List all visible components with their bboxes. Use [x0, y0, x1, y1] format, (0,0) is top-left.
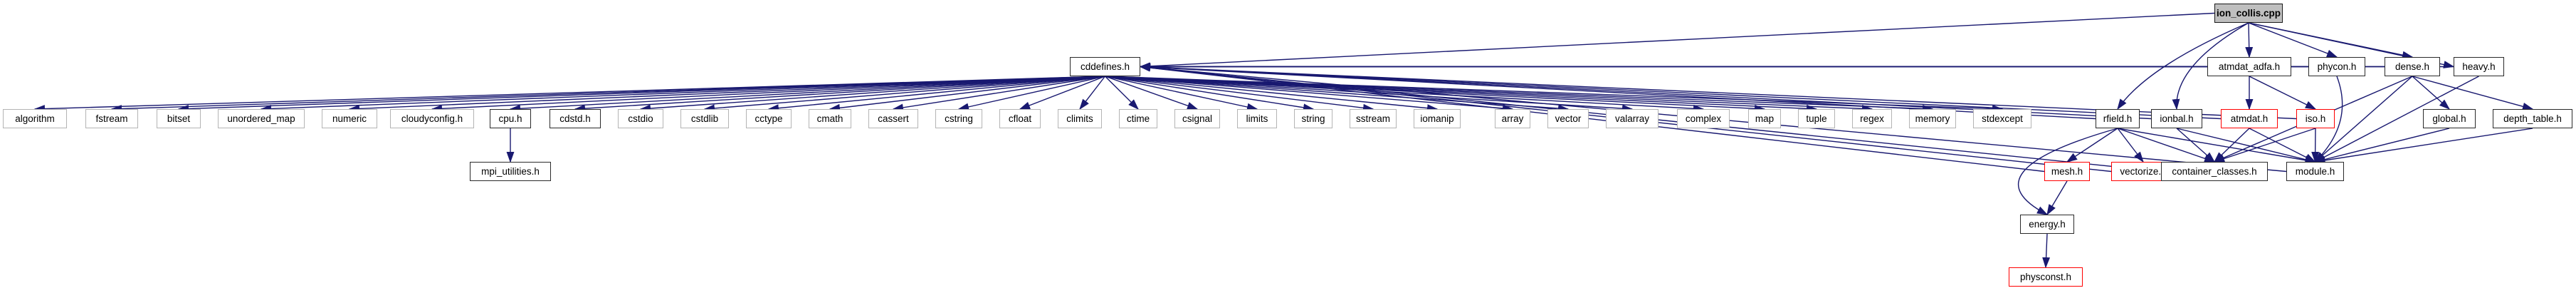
node-iomanip: iomanip	[1414, 109, 1461, 128]
node-tuple: tuple	[1798, 109, 1835, 128]
node-mesh[interactable]: mesh.h	[2044, 162, 2090, 181]
node-container_classes[interactable]: container_classes.h	[2161, 162, 2268, 181]
node-map: map	[1748, 109, 1781, 128]
node-cstdio: cstdio	[618, 109, 663, 128]
node-algorithm: algorithm	[3, 109, 67, 128]
node-cfloat: cfloat	[999, 109, 1041, 128]
edge-depth_table-to-module	[2314, 128, 2533, 165]
edge-rfield-to-energy	[2017, 128, 2118, 215]
node-csignal: csignal	[1174, 109, 1220, 128]
node-numeric: numeric	[322, 109, 377, 128]
node-physconst[interactable]: physconst.h	[2009, 267, 2083, 287]
node-stdexcept: stdexcept	[1973, 109, 2031, 128]
edge-cddefines-to-limits	[1105, 76, 1258, 111]
node-complex: complex	[1677, 109, 1730, 128]
node-phycon[interactable]: phycon.h	[2308, 57, 2365, 76]
node-energy[interactable]: energy.h	[2020, 215, 2074, 234]
edge-cddefines-to-cctype	[767, 76, 1105, 113]
edge-rfield-to-container_classes	[2117, 128, 2216, 163]
edge-energy-to-physconst	[2042, 233, 2051, 269]
node-dense[interactable]: dense.h	[2385, 57, 2440, 76]
edge-cddefines-to-unordered_map	[260, 76, 1105, 113]
edge-atmdat-to-cddefines	[1139, 63, 2222, 120]
edge-cddefines-to-bitset	[177, 76, 1105, 113]
edge-cddefines-to-cstring	[957, 76, 1105, 111]
edge-ion_collis-to-ionbal	[2172, 22, 2249, 110]
node-cstdlib: cstdlib	[680, 109, 729, 128]
node-regex: regex	[1852, 109, 1892, 128]
node-vector: vector	[1547, 109, 1589, 128]
node-climits: climits	[1058, 109, 1102, 128]
edge-cddefines-to-cstdio	[639, 76, 1105, 113]
edge-dense-to-global	[2412, 76, 2451, 110]
node-ion_collis[interactable]: ion_collis.cpp	[2214, 4, 2283, 23]
node-cmath: cmath	[809, 109, 851, 128]
node-cassert: cassert	[868, 109, 918, 128]
edge-cddefines-to-sstream	[1105, 76, 1374, 112]
edge-mesh-to-cddefines	[1139, 63, 2045, 173]
node-iso[interactable]: iso.h	[2296, 109, 2335, 128]
node-ctime: ctime	[1119, 109, 1157, 128]
edge-cddefines-to-climits	[1079, 76, 1106, 110]
node-cloudyconfig: cloudyconfig.h	[390, 109, 474, 128]
edge-atmdat-to-module	[2249, 128, 2316, 163]
node-memory: memory	[1909, 109, 1956, 128]
edge-cddefines-to-array	[1105, 76, 1514, 113]
edge-cddefines-to-iomanip	[1105, 76, 1439, 113]
edge-ion_collis-to-cddefines	[1139, 12, 2215, 71]
edge-mesh-to-energy	[2046, 180, 2068, 216]
edge-cddefines-to-cassert	[892, 76, 1105, 112]
edge-cddefines-to-vector	[1105, 76, 1570, 113]
node-unordered_map: unordered_map	[218, 109, 305, 128]
edge-global-to-module	[2314, 128, 2450, 163]
edge-ion_collis-to-rfield	[2117, 22, 2249, 110]
edge-cddefines-to-cstdlib	[703, 76, 1105, 113]
edge-cddefines-to-cpu	[509, 76, 1105, 113]
edge-iso-to-module	[2311, 128, 2320, 163]
node-cpu[interactable]: cpu.h	[490, 109, 531, 128]
edge-ionbal-to-container_classes	[2176, 128, 2216, 163]
node-cstring: cstring	[935, 109, 982, 128]
node-bitset: bitset	[157, 109, 201, 128]
node-string: string	[1294, 109, 1332, 128]
edge-cddefines-to-cmath	[829, 76, 1105, 112]
edge-iso-to-container_classes	[2213, 128, 2316, 163]
node-array: array	[1495, 109, 1530, 128]
edge-ion_collis-to-phycon	[2248, 22, 2338, 58]
edge-cddefines-to-cdstd	[574, 76, 1105, 113]
edge-cddefines-to-cloudyconfig	[431, 76, 1105, 113]
edge-cddefines-to-complex	[1105, 76, 1705, 113]
edge-ionbal-to-module	[2176, 128, 2316, 164]
edge-rfield-to-vectorize	[2117, 128, 2144, 163]
node-ionbal[interactable]: ionbal.h	[2151, 109, 2202, 128]
edge-cddefines-to-ctime	[1105, 76, 1139, 110]
edge-cddefines-to-cfloat	[1019, 76, 1105, 110]
node-rfield[interactable]: rfield.h	[2096, 109, 2140, 128]
edge-rfield-to-mesh	[2066, 128, 2118, 163]
edge-cddefines-to-numeric	[348, 76, 1105, 113]
edge-dense-to-module	[2314, 76, 2413, 163]
node-sstream: sstream	[1350, 109, 1397, 128]
node-cddefines[interactable]: cddefines.h	[1070, 57, 1140, 76]
node-atmdat[interactable]: atmdat.h	[2221, 109, 2278, 128]
edge-rfield-to-module	[2117, 128, 2316, 165]
node-atmdat_adfa[interactable]: atmdat_adfa.h	[2207, 57, 2291, 76]
node-module[interactable]: module.h	[2286, 162, 2344, 181]
node-depth_table[interactable]: depth_table.h	[2493, 109, 2572, 128]
node-valarray: valarray	[1606, 109, 1658, 128]
node-cctype: cctype	[746, 109, 792, 128]
node-global[interactable]: global.h	[2423, 109, 2476, 128]
node-limits: limits	[1237, 109, 1277, 128]
node-heavy[interactable]: heavy.h	[2454, 57, 2504, 76]
node-mpi_utilities[interactable]: mpi_utilities.h	[470, 162, 551, 181]
edge-cddefines-to-string	[1105, 76, 1315, 112]
node-fstream: fstream	[85, 109, 138, 128]
node-cdstd[interactable]: cdstd.h	[550, 109, 601, 128]
edge-dense-to-depth_table	[2412, 76, 2534, 110]
edge-cddefines-to-csignal	[1105, 76, 1199, 110]
edge-heavy-to-module	[2314, 76, 2479, 163]
edge-atmdat_adfa-to-iso	[2249, 76, 2317, 110]
